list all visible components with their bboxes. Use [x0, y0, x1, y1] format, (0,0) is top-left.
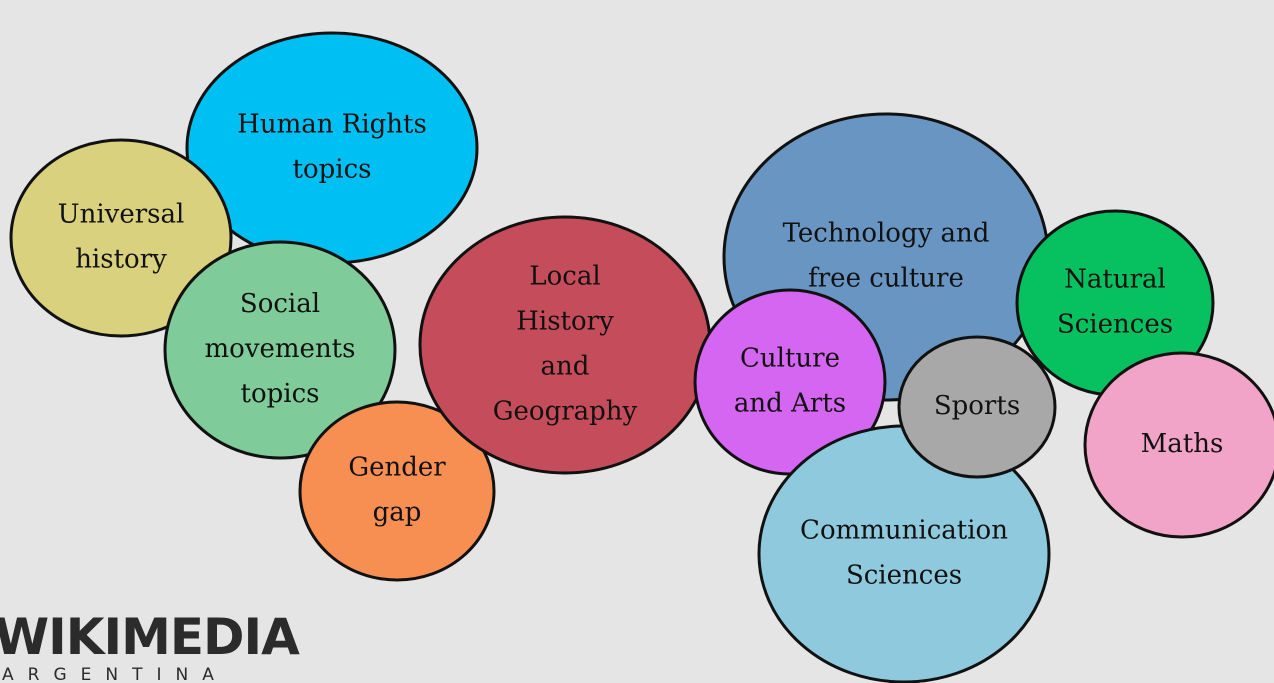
- bubble-label-human-rights-line-2: topics: [293, 155, 372, 185]
- bubble-label-natural-sciences-line-2: Sciences: [1057, 310, 1173, 340]
- bubble-sports: Sports: [897, 335, 1057, 479]
- bubble-label-local-history-line-3: and: [541, 352, 590, 382]
- bubble-label-social-movements-line-1: Social: [240, 289, 320, 319]
- wikimedia-argentina-logo: WIKIMEDIA ARGENTINA: [0, 612, 300, 683]
- bubble-label-communication-line-1: Communication: [800, 516, 1008, 546]
- bubble-maths: Maths: [1083, 351, 1274, 539]
- bubble-label-technology-line-2: free culture: [808, 264, 964, 294]
- bubble-label-maths-line-1: Maths: [1141, 429, 1224, 459]
- bubble-circle-social-movements: [163, 240, 397, 460]
- bubble-label-culture-arts-line-1: Culture: [740, 344, 840, 374]
- bubble-circle-local-history: [418, 215, 712, 475]
- bubble-label-gender-gap-line-2: gap: [373, 498, 422, 528]
- bubble-circle-sports: [897, 335, 1057, 479]
- bubble-label-local-history-line-4: Geography: [493, 397, 638, 427]
- bubble-universal-history: Universal history: [9, 138, 233, 338]
- bubble-human-rights: Human Rights topics: [185, 31, 479, 265]
- bubble-label-universal-history-line-1: Universal: [58, 200, 185, 230]
- bubble-label-universal-history-line-2: history: [75, 245, 167, 275]
- bubble-gender-gap: Gender gap: [298, 400, 496, 582]
- bubble-label-natural-sciences-line-1: Natural: [1064, 265, 1166, 295]
- bubble-culture-arts: Culture and Arts: [693, 288, 887, 476]
- bubble-label-human-rights-line-1: Human Rights: [237, 110, 427, 140]
- bubble-label-technology-line-1: Technology and: [783, 219, 990, 249]
- bubble-label-social-movements-line-3: topics: [241, 379, 320, 409]
- bubble-social-movements: Social movements topics: [163, 240, 397, 460]
- logo-wordmark: WIKIMEDIA: [0, 612, 300, 666]
- bubble-label-gender-gap-line-1: Gender: [348, 453, 446, 483]
- bubble-label-local-history-line-2: History: [516, 307, 614, 337]
- bubble-label-culture-arts-line-2: and Arts: [734, 389, 846, 419]
- bubble-circle-gender-gap: [298, 400, 496, 582]
- bubble-circle-maths: [1083, 351, 1274, 539]
- bubble-circle-universal-history: [9, 138, 233, 338]
- logo-subtitle: ARGENTINA: [2, 665, 228, 683]
- bubble-label-sports-line-1: Sports: [934, 391, 1020, 421]
- bubble-label-communication-line-2: Sciences: [846, 561, 962, 591]
- bubble-label-local-history-line-1: Local: [529, 262, 600, 292]
- bubble-label-social-movements-line-2: movements: [205, 334, 356, 364]
